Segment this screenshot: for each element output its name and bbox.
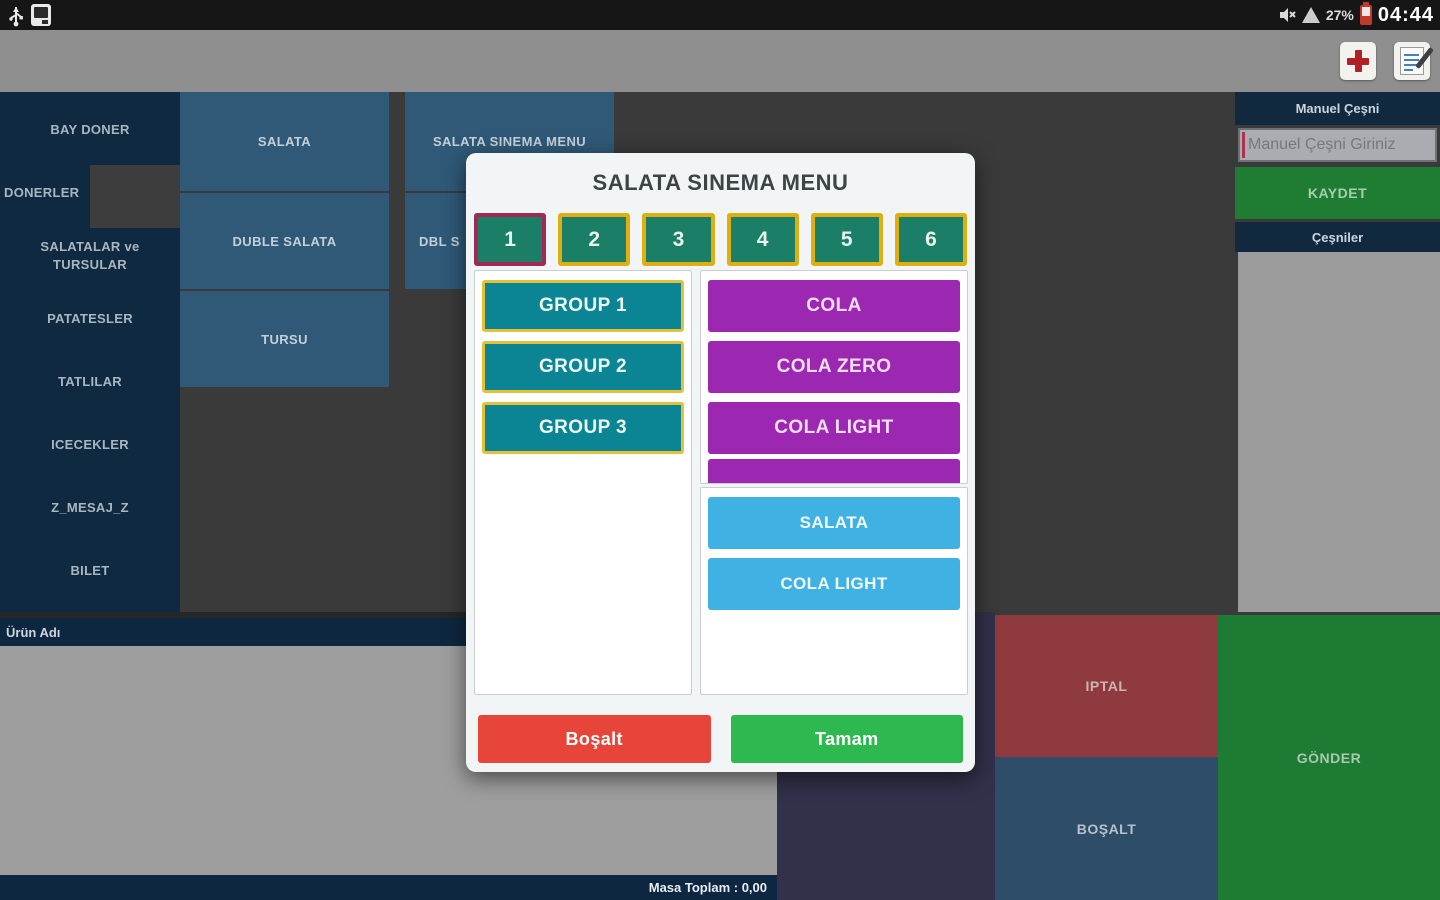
sidebar-item-tatlilar[interactable]: TATLILAR (57, 373, 122, 389)
table-total-bar: Masa Toplam : 0,00 (0, 875, 777, 900)
input-caret (1242, 132, 1245, 158)
cola-zero-button[interactable]: COLA ZERO (708, 341, 960, 393)
cola-light-button[interactable]: COLA LIGHT (708, 402, 960, 454)
iptal-button[interactable]: IPTAL (995, 615, 1218, 757)
manual-cesni-input[interactable] (1238, 128, 1437, 162)
edit-note-icon (1400, 47, 1424, 75)
group-3-button[interactable]: GROUP 3 (482, 402, 684, 454)
sidebar-item-bay-doner[interactable]: BAY DONER (50, 121, 130, 137)
group-1-button[interactable]: GROUP 1 (482, 280, 684, 332)
item-list-panel: COLA COLA ZERO COLA LIGHT (700, 270, 968, 484)
cesniler-header: Çeşniler (1235, 222, 1440, 252)
tab-2[interactable]: 2 (558, 213, 631, 266)
tab-4[interactable]: 4 (726, 213, 799, 266)
category-sidebar: BAY DONER DONERLER SALATALAR ve TURSULAR… (0, 92, 180, 612)
product-tile-duble-salata[interactable]: DUBLE SALATA (180, 193, 389, 289)
tab-1[interactable]: 1 (474, 213, 547, 266)
add-record-button[interactable] (1340, 42, 1376, 80)
product-tile-salata[interactable]: SALATA (180, 92, 389, 191)
signal-icon (1301, 7, 1320, 23)
next-item-partial[interactable] (708, 459, 960, 483)
bosalt-button[interactable]: BOŞALT (995, 757, 1218, 900)
mute-icon (1278, 6, 1296, 24)
gonder-button[interactable]: GÖNDER (1218, 615, 1440, 900)
salata-sinema-menu-dialog: SALATA SINEMA MENU 1 2 3 4 5 6 GROUP 1 G… (466, 153, 975, 772)
bosalt-dialog-button[interactable]: Boşalt (478, 715, 711, 763)
edit-note-button[interactable] (1394, 42, 1430, 80)
order-table-top-edge (0, 612, 777, 618)
manual-cesni-header: Manuel Çeşni (1235, 92, 1440, 125)
product-tile-tursu[interactable]: TURSU (180, 291, 389, 387)
selected-salata[interactable]: SALATA (708, 497, 960, 549)
sidebar-item-salatalar[interactable]: SALATALAR ve TURSULAR (40, 238, 140, 272)
battery-percent: 27% (1325, 7, 1354, 23)
cola-button[interactable]: COLA (708, 280, 960, 332)
dialog-actions: Boşalt Tamam (478, 715, 963, 763)
sidebar-item-icecekler[interactable]: ICECEKLER (51, 436, 129, 452)
sidebar-item-z-mesaj-z[interactable]: Z_MESAJ_Z (51, 499, 129, 515)
usb-icon (8, 3, 24, 27)
tab-3[interactable]: 3 (642, 213, 715, 266)
kaydet-button[interactable]: KAYDET (1235, 167, 1440, 219)
selected-items-panel: SALATA COLA LIGHT (700, 487, 968, 695)
tab-6[interactable]: 6 (894, 213, 968, 266)
sidebar-item-bilet[interactable]: BILET (70, 562, 110, 578)
toolbar (0, 30, 1440, 92)
dialog-title: SALATA SINEMA MENU (592, 170, 849, 195)
tamam-button[interactable]: Tamam (730, 715, 963, 763)
sidebar-item-donerler[interactable]: DONERLER (4, 184, 80, 200)
group-2-button[interactable]: GROUP 2 (482, 341, 684, 393)
screenshot-icon (31, 4, 51, 26)
cesniler-list (1238, 252, 1440, 612)
group-list-panel: GROUP 1 GROUP 2 GROUP 3 (474, 270, 692, 695)
clock: 04:44 (1377, 3, 1434, 26)
tab-5[interactable]: 5 (810, 213, 883, 266)
selected-cola-light[interactable]: COLA LIGHT (708, 558, 960, 610)
status-bar: 27% 04:44 (0, 0, 1440, 30)
battery-icon (1359, 2, 1372, 25)
sidebar-highlight (90, 165, 180, 228)
menu-step-tabs: 1 2 3 4 5 6 (474, 213, 968, 266)
sidebar-item-patatesler[interactable]: PATATESLER (47, 310, 133, 326)
add-record-icon (1347, 50, 1369, 72)
